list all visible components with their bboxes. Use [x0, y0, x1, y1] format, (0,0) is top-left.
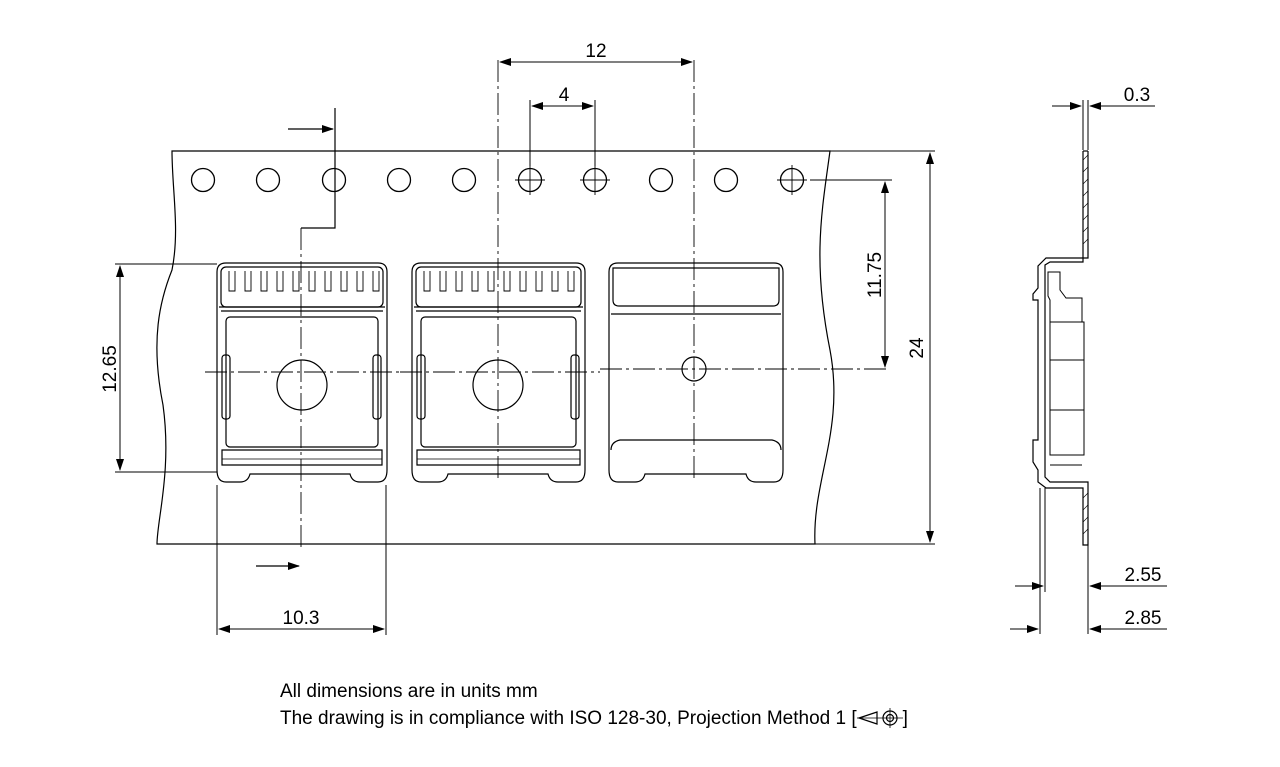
tape-outline — [156, 150, 935, 545]
section-line — [256, 108, 336, 570]
pocket-with-device-1 — [216, 262, 388, 483]
dimension-lines — [115, 58, 934, 635]
sprocket-hole — [451, 167, 477, 193]
projection-method-icon — [856, 708, 903, 728]
units-note: All dimensions are in units mm — [280, 681, 538, 702]
sprocket-hole — [190, 167, 216, 193]
sprocket-hole — [386, 167, 412, 193]
dim-hole-pitch: 4 — [559, 85, 570, 106]
sprocket-hole — [713, 167, 739, 193]
pocket-with-device-2 — [411, 262, 586, 483]
dim-cavity-length: 12.65 — [100, 345, 121, 393]
dimension-labels: 12 4 11.75 24 12.65 10.3 — [100, 41, 928, 629]
hole-crosshairs — [515, 165, 892, 195]
center-lines — [205, 60, 890, 548]
side-view — [1032, 150, 1089, 546]
dim-hole-to-cavity: 11.75 — [865, 252, 886, 298]
sprocket-holes — [190, 167, 805, 193]
dim-tape-width: 24 — [907, 337, 928, 359]
dim-cavity-depth-outer: 2.85 — [1125, 608, 1162, 629]
dim-cavity-depth-inner: 2.55 — [1125, 565, 1162, 586]
projection-note: The drawing is in compliance with ISO 12… — [280, 707, 908, 730]
projection-note-suffix: ] — [902, 708, 908, 729]
dim-cavity-width: 10.3 — [283, 608, 320, 629]
sprocket-hole — [255, 167, 281, 193]
projection-note-text: The drawing is in compliance with ISO 12… — [280, 708, 857, 729]
sprocket-hole — [648, 167, 674, 193]
side-dimension-labels: 0.3 2.55 2.85 — [1124, 85, 1162, 629]
dim-thickness: 0.3 — [1124, 85, 1150, 106]
sprocket-hole — [321, 167, 347, 193]
dim-pitch: 12 — [585, 41, 606, 62]
side-dimension-lines — [1010, 100, 1167, 634]
empty-pocket — [608, 262, 784, 483]
